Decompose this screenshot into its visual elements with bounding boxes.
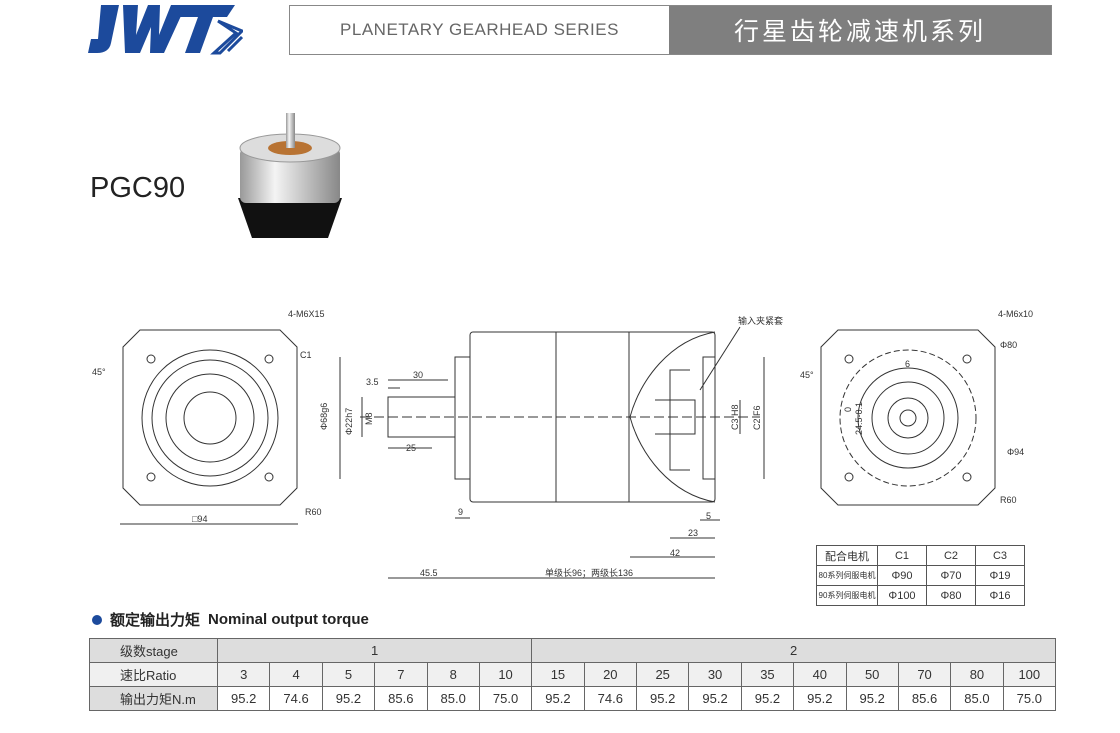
torque-cell: 85.6	[374, 686, 428, 711]
torque-label: 输出力矩N.m	[89, 686, 218, 711]
c3-label: C3 H8	[730, 404, 740, 430]
torque-cell: 75.0	[478, 686, 533, 711]
torque-cell: 95.2	[635, 686, 690, 711]
torque-cell: 95.2	[793, 686, 847, 711]
motor-cell: Φ16	[975, 585, 1025, 606]
motor-cell: Φ80	[926, 585, 976, 606]
l23-label: 23	[688, 528, 698, 538]
front-radius-label: R60	[305, 507, 322, 517]
motor-header: C2	[926, 545, 976, 566]
torque-cell: 95.2	[688, 686, 742, 711]
jwt-logo	[88, 5, 243, 55]
stage-row: 级数stage 1 2	[89, 638, 1056, 663]
front-c1-label: C1	[300, 350, 312, 360]
d68-label: Φ68g6	[319, 403, 329, 430]
model-name: PGC90	[90, 172, 186, 204]
l25-label: 25	[406, 443, 416, 453]
motor-cell: Φ19	[975, 565, 1025, 586]
torque-cell: 85.0	[950, 686, 1004, 711]
back-d245-label: 24.5-0.1	[854, 402, 864, 435]
ratio-cell: 15	[531, 662, 585, 687]
l9-label: 9	[458, 507, 463, 517]
motor-cell: Φ90	[877, 565, 927, 586]
torque-cell: 95.2	[845, 686, 899, 711]
front-square-label: □94	[192, 514, 207, 524]
ratio-cell: 25	[635, 662, 690, 687]
torque-cell: 74.6	[269, 686, 323, 711]
ratio-cell: 7	[374, 662, 428, 687]
motor-header: 配合电机	[816, 545, 878, 566]
torque-cell: 95.2	[531, 686, 585, 711]
motor-cell: Φ70	[926, 565, 976, 586]
ratio-cell: 30	[688, 662, 742, 687]
torque-cell: 85.0	[426, 686, 480, 711]
l35-label: 3.5	[366, 377, 379, 387]
side-view	[339, 326, 765, 579]
back-view	[820, 329, 996, 506]
motor-cell: 90系列伺服电机	[816, 585, 878, 606]
title-chinese: 行星齿轮减速机系列	[669, 6, 1051, 54]
ratio-cell: 50	[845, 662, 899, 687]
torque-title-en: Nominal output torque	[208, 611, 369, 628]
stage-cell: 1	[216, 638, 533, 663]
back-d80-label: Φ80	[1000, 340, 1017, 350]
ratio-cell: 10	[478, 662, 533, 687]
l455-label: 45.5	[420, 568, 438, 578]
l30-label: 30	[413, 370, 423, 380]
ratio-cell: 5	[321, 662, 376, 687]
front-holes-label: 4-M6X15	[288, 309, 325, 319]
back-zero-label: 0	[843, 407, 853, 412]
d22-label: Φ22h7	[344, 408, 354, 435]
product-photo	[238, 113, 342, 238]
motor-header: C1	[877, 545, 927, 566]
technical-drawing: 4-M6X15 45° C1 □94 R60 Φ68g6 Φ22h7 M8 3.…	[92, 309, 1033, 579]
torque-title-cn: 额定输出力矩	[110, 612, 201, 629]
back-d6-label: 6	[905, 359, 910, 369]
l42-label: 42	[670, 548, 680, 558]
ratio-cell: 4	[269, 662, 323, 687]
ratio-cell: 20	[583, 662, 638, 687]
clamp-label: 输入夹紧套	[738, 315, 783, 326]
front-view	[120, 329, 298, 525]
back-angle-label: 45°	[800, 370, 814, 380]
stage-cell: 2	[531, 638, 1056, 663]
length-label: 单级长96；两级长136	[545, 567, 633, 578]
l5-label: 5	[706, 511, 711, 521]
back-radius-label: R60	[1000, 495, 1017, 505]
ratio-cell: 70	[897, 662, 952, 687]
motor-header: C3	[975, 545, 1025, 566]
torque-cell: 95.2	[216, 686, 271, 711]
stage-label: 级数stage	[89, 638, 218, 663]
motor-cell: Φ100	[877, 585, 927, 606]
back-holes-label: 4-M6x10	[998, 309, 1033, 319]
torque-section-title: 额定输出力矩 Nominal output torque	[92, 609, 369, 630]
ratio-cell: 35	[740, 662, 795, 687]
motor-cell: 80系列伺服电机	[816, 565, 878, 586]
ratio-cell: 40	[793, 662, 847, 687]
ratio-cell: 80	[950, 662, 1004, 687]
m8-label: M8	[364, 412, 374, 425]
ratio-cell: 8	[426, 662, 480, 687]
bullet-icon	[92, 614, 102, 625]
title-english: PLANETARY GEARHEAD SERIES	[340, 20, 619, 39]
c2-label: C2 F6	[752, 405, 762, 430]
ratio-cell: 100	[1002, 662, 1057, 687]
ratio-label: 速比Ratio	[89, 662, 218, 687]
back-d94-label: Φ94	[1007, 447, 1024, 457]
series-title-banner: PLANETARY GEARHEAD SERIES 行星齿轮减速机系列	[289, 5, 1052, 55]
front-angle-label: 45°	[92, 367, 106, 377]
torque-cell: 85.6	[897, 686, 952, 711]
torque-cell: 95.2	[321, 686, 376, 711]
ratio-cell: 3	[216, 662, 271, 687]
torque-cell: 95.2	[740, 686, 795, 711]
torque-cell: 74.6	[583, 686, 638, 711]
torque-cell: 75.0	[1002, 686, 1057, 711]
